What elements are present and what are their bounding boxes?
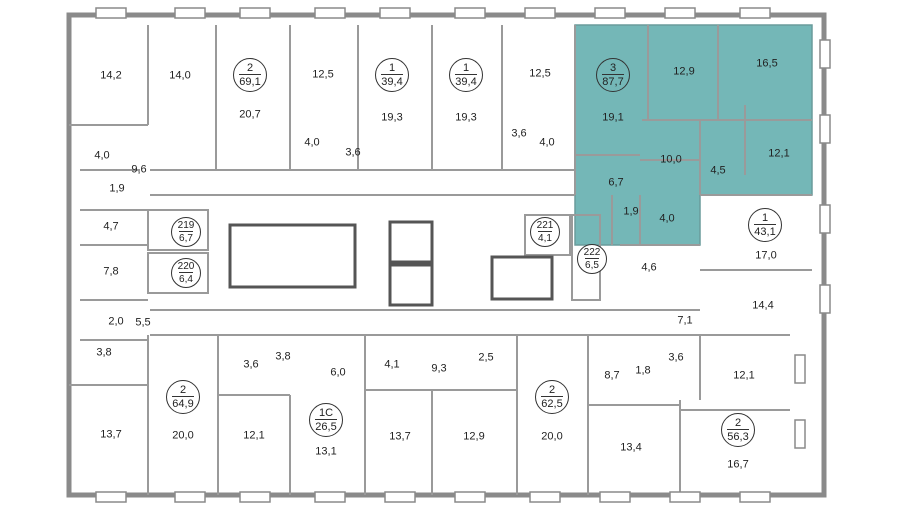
room-area: 6,7 [608,176,624,189]
room-area: 12,1 [243,429,265,442]
storage-area: 6,4 [179,272,193,285]
room-area: 12,1 [768,147,790,160]
storage-number: 222 [583,247,601,258]
room-area: 6,0 [330,366,346,379]
room-area: 13,1 [315,445,337,458]
room-area: 7,8 [103,265,119,278]
apartment-area: 87,7 [602,74,624,88]
room-area: 12,5 [529,67,551,80]
apartment-area: 39,4 [455,74,477,88]
room-area: 4,1 [384,358,400,371]
apartment-area: 64,9 [172,396,194,410]
apartment-rooms: 2 [734,417,742,429]
room-area: 19,3 [455,111,477,124]
apartment-area: 43,1 [754,224,776,238]
room-area: 3,6 [243,358,259,371]
apartment-rooms: 1 [388,62,396,74]
apartment-rooms: 1 [761,212,769,224]
room-area: 19,3 [381,111,403,124]
room-area: 14,0 [169,69,191,82]
apartment-rooms: 3 [609,62,617,74]
room-area: 3,8 [96,346,112,359]
room-area: 3,6 [511,127,527,140]
room-area: 20,7 [239,108,261,121]
apartment-area: 62,5 [541,396,563,410]
room-area: 4,5 [710,164,726,177]
room-area: 4,0 [539,136,555,149]
room-area: 19,1 [602,111,624,124]
room-area: 9,3 [431,362,447,375]
room-area: 4,6 [641,261,657,274]
apartment-area: 39,4 [381,74,403,88]
apartment-rooms: 2 [246,62,254,74]
room-area: 14,4 [752,299,774,312]
room-area: 12,5 [312,68,334,81]
room-area: 10,0 [660,153,682,166]
room-area: 13,7 [100,428,122,441]
selected-apartment-area[interactable] [574,24,813,246]
storage-area: 4,1 [538,231,552,244]
room-area: 17,0 [755,249,777,262]
room-area: 4,7 [103,220,119,233]
room-area: 13,7 [389,430,411,443]
room-area: 20,0 [172,429,194,442]
apartment-area: 26,5 [315,419,337,433]
room-area: 3,6 [668,351,684,364]
room-area: 16,5 [756,57,778,70]
room-area: 4,0 [94,149,110,162]
storage-area: 6,7 [179,231,193,244]
room-area: 1,9 [623,205,639,218]
storage-number: 221 [536,220,554,231]
room-area: 4,0 [659,212,675,225]
room-area: 8,7 [604,369,620,382]
room-area: 12,1 [733,369,755,382]
apartment-rooms: 1 [462,62,470,74]
apartment-area: 56,3 [727,429,749,443]
room-area: 1,8 [635,364,651,377]
room-area: 2,5 [478,351,494,364]
room-area: 4,0 [304,136,320,149]
apartment-rooms: 2 [548,384,556,396]
apartment-area: 69,1 [239,74,261,88]
room-area: 5,5 [135,316,151,329]
room-area: 13,4 [620,441,642,454]
room-area: 9,6 [131,163,147,176]
windows [95,7,831,503]
room-area: 14,2 [100,69,122,82]
room-area: 16,7 [727,458,749,471]
room-area: 12,9 [463,430,485,443]
room-area: 2,0 [108,315,124,328]
interior-walls [69,25,812,495]
storage-area: 6,5 [585,258,599,271]
apartment-rooms: 1С [318,407,334,419]
storage-number: 220 [177,261,195,272]
room-area: 1,9 [109,182,125,195]
room-area: 20,0 [541,430,563,443]
room-area: 12,9 [673,65,695,78]
room-area: 3,8 [275,350,291,363]
apartment-rooms: 2 [179,384,187,396]
storage-number: 219 [177,220,195,231]
room-area: 3,6 [345,146,361,159]
room-area: 7,1 [677,314,693,327]
